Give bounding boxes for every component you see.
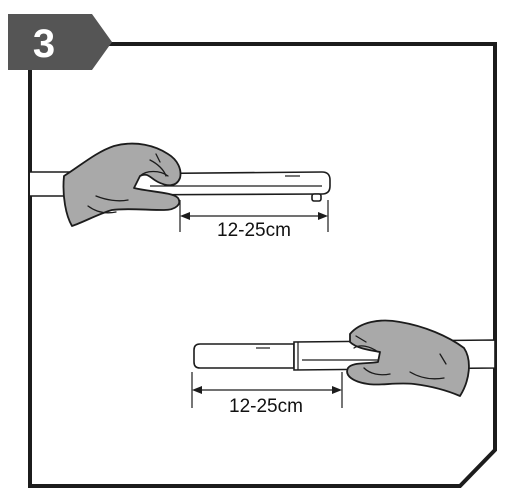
bottom-inner-pole — [193, 343, 295, 369]
top-measurement-label: 12-25cm — [217, 220, 291, 241]
panel-frame — [28, 42, 497, 488]
bottom-dimension: 12-25cm — [191, 372, 343, 417]
bottom-hand — [346, 319, 470, 397]
top-dimension: 12-25cm — [179, 200, 329, 241]
bottom-pole-assembly: 12-25cm — [191, 319, 496, 417]
step-number: 3 — [33, 22, 55, 66]
top-glove — [62, 142, 182, 227]
step-badge: 3 — [8, 14, 112, 70]
bottom-measurement-label: 12-25cm — [229, 396, 303, 417]
top-lock-button — [311, 193, 322, 202]
bottom-glove — [346, 319, 470, 397]
step-badge-shape — [8, 14, 112, 70]
top-pole-assembly: 12-25cm — [30, 142, 331, 241]
top-hand — [62, 142, 182, 227]
